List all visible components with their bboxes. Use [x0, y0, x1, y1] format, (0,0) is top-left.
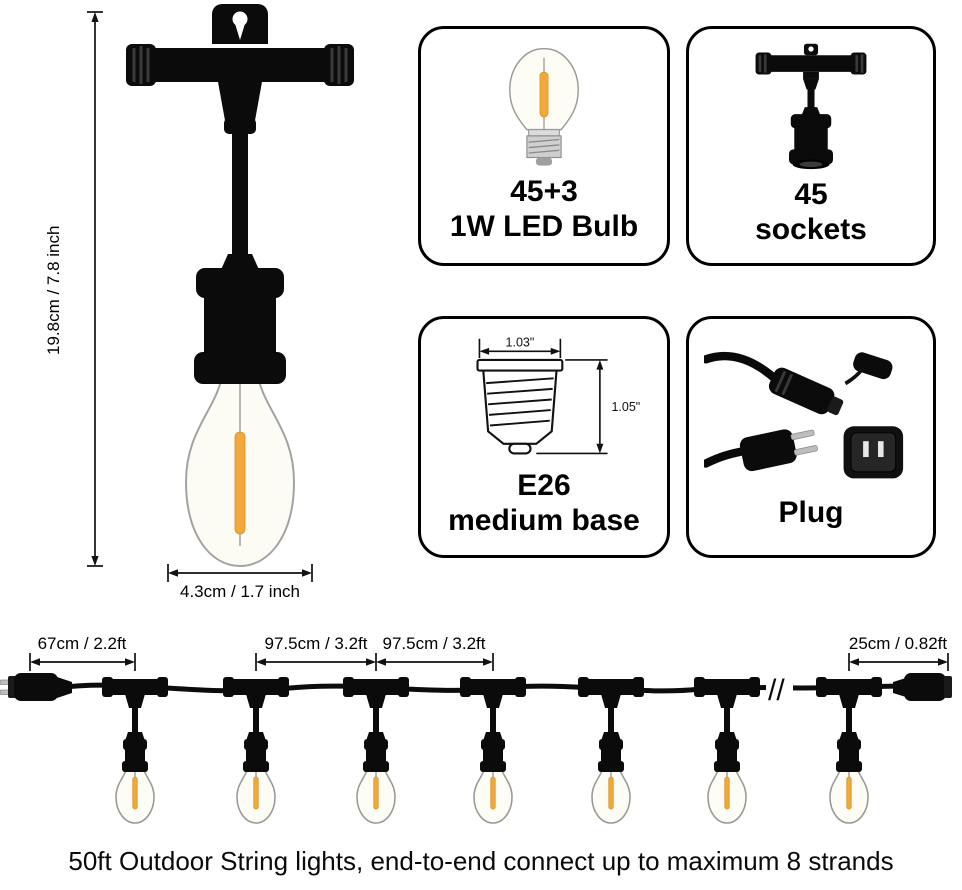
feature-box-base: 1.03" 1.05" E26 medium base: [418, 316, 670, 558]
dim-label-mid1: 97.5cm / 3.2ft: [264, 634, 368, 653]
dim-label-mid2: 97.5cm / 3.2ft: [382, 634, 486, 653]
feature-box-plug: Plug: [686, 316, 936, 558]
t-connector: [126, 44, 354, 134]
led-bulb: [184, 369, 296, 568]
string-diagram-drawing: //: [0, 653, 952, 824]
height-dimension-line: [87, 11, 103, 567]
female-outlet-face: [843, 425, 904, 479]
dim-label-right: 25cm / 0.82ft: [848, 634, 948, 653]
dim-line-mid1: [255, 653, 377, 671]
string-lights-diagram: 67cm / 2.2ft 97.5cm / 3.2ft 97.5cm / 3.2…: [0, 612, 962, 850]
weather-cap: [853, 351, 893, 379]
break-mask: [766, 672, 793, 702]
base-height-dimension: [536, 359, 608, 455]
dim-line-mid2: [376, 653, 494, 671]
strain-relief: [220, 254, 260, 272]
hanging-socket-icon: [755, 43, 867, 170]
string-drop-7: [815, 676, 883, 824]
bulb-count-text: 45+3: [510, 175, 578, 209]
drop-cord: [232, 130, 248, 258]
socket-label-text: sockets: [755, 213, 867, 246]
base-width-dim-text: 1.03": [506, 336, 535, 350]
led-bulb-icon: [509, 48, 579, 166]
dim-line-left: [29, 653, 136, 671]
socket: [194, 268, 286, 384]
break-mark: //: [768, 674, 785, 707]
base-height-dim-text: 1.05": [611, 400, 640, 414]
male-plug: [739, 428, 818, 471]
feature-box-sockets: 45 sockets: [686, 26, 936, 266]
dim-line-right: [848, 653, 949, 671]
socket-count-text: 45: [794, 178, 828, 212]
string-drop-3: [342, 676, 410, 824]
female-connector: [768, 367, 844, 415]
caption: 50ft Outdoor String lights, end-to-end c…: [68, 846, 894, 876]
base-type-text: medium base: [448, 504, 640, 537]
dim-label-left: 67cm / 2.2ft: [37, 634, 127, 653]
hanging-fixture-illustration: [126, 4, 354, 568]
fixture-height-label: 19.8cm / 7.8 inch: [44, 225, 63, 355]
string-drop-5: [577, 676, 645, 824]
plug-icon: [704, 351, 904, 479]
string-drop-6: [693, 676, 761, 824]
string-drop-4: [459, 676, 527, 824]
string-drop-1: [101, 676, 169, 824]
string-drop-2: [222, 676, 290, 824]
feature-box-bulb: 45+3 1W LED Bulb: [418, 26, 670, 266]
hanging-tab: [212, 4, 268, 44]
led-filament: [234, 431, 246, 535]
base-width-dimension: [478, 338, 562, 359]
string-end-connector: [893, 673, 952, 701]
width-dimension-line: [167, 564, 313, 582]
string-plug-male: [0, 673, 72, 701]
bulb-type-text: 1W LED Bulb: [449, 210, 639, 243]
fixture-width-label: 4.3cm / 1.7 inch: [179, 582, 300, 601]
base-name-text: E26: [517, 469, 571, 503]
e26-base-diagram: 1.03" 1.05": [476, 336, 640, 455]
plug-label-text: Plug: [778, 495, 844, 529]
